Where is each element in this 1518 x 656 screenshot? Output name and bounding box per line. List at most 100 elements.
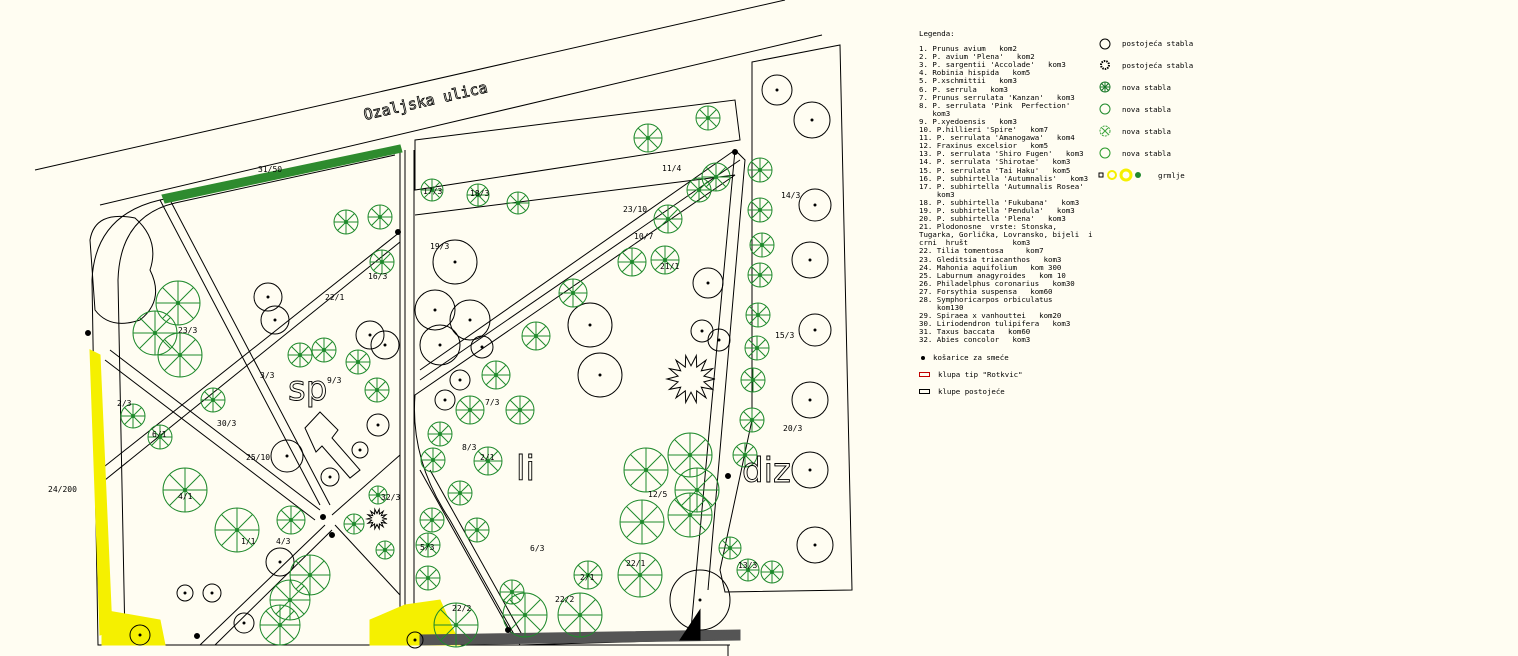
legend-item: 8. P. serrulata 'Pink Perfection' kom3 — [919, 100, 1071, 118]
existing-tree — [419, 324, 461, 366]
tree-legend: postojeća stabla postojeća stabla nova s… — [1098, 32, 1193, 186]
tree-center — [433, 308, 437, 312]
waste-bin — [329, 532, 335, 538]
plan-label: 21/1 — [660, 262, 679, 271]
tree-center — [430, 518, 434, 522]
new-tree-spokes — [506, 396, 534, 424]
tree-center — [666, 217, 670, 221]
existing-tree — [798, 313, 832, 347]
tree-center — [475, 528, 479, 532]
tree-center — [510, 590, 514, 594]
waste-bin — [395, 229, 401, 235]
legend-item: 16. P. subhirtella 'Autumnalis' kom3 — [919, 173, 1089, 183]
new-tree-spokes — [346, 350, 370, 374]
tree-center — [438, 432, 442, 436]
tree-center — [808, 468, 812, 472]
existing-tree-circle-icon — [1099, 38, 1111, 50]
new-tree-spokes — [761, 561, 783, 583]
plan-label: 24/200 — [48, 485, 77, 494]
new-tree-spokes — [416, 566, 440, 590]
tree-center — [298, 353, 302, 357]
tree-center — [518, 408, 522, 412]
park-boundary — [91, 147, 401, 646]
new-tree-spokes — [558, 593, 602, 637]
tree-center — [458, 378, 462, 382]
new-tree-spokes — [148, 425, 172, 449]
tree-center — [516, 201, 520, 205]
taxus-hedge — [161, 144, 403, 204]
existing-tree — [434, 389, 456, 411]
new-tree-spokes — [668, 433, 712, 477]
plan-label: 5/3 — [420, 543, 435, 552]
plan-label: 23/10 — [623, 205, 647, 214]
new-tree-spokes — [158, 333, 202, 377]
tree-center — [454, 623, 458, 627]
existing-tree — [692, 267, 724, 299]
shrub-group — [679, 608, 701, 641]
legend-item: 15. P. serrulata 'Tai Haku' kom5 — [919, 165, 1071, 175]
plan-label: 12/5 — [648, 490, 667, 499]
new-tree-circle-2-icon — [1099, 147, 1111, 159]
new-tree-spokes — [368, 205, 392, 229]
tree-center — [378, 215, 382, 219]
legend-bench-black: klupe postojeće — [919, 387, 1094, 396]
existing-tree — [233, 612, 255, 634]
tree-center — [640, 520, 644, 524]
new-tree-spokes — [740, 408, 764, 432]
tree-center — [808, 398, 812, 402]
plan-label: 23/3 — [178, 326, 197, 335]
existing-tree — [176, 584, 194, 602]
tree-center — [273, 318, 277, 322]
tree-center — [285, 454, 289, 458]
plan-label: 2/1 — [580, 573, 595, 582]
new-tree-spokes — [750, 233, 774, 257]
legend-item: 25. Laburnum anagyroides kom 10 — [919, 270, 1066, 280]
new-tree-spokes — [574, 561, 602, 589]
existing-tree — [355, 320, 385, 350]
tree-center — [344, 220, 348, 224]
existing-tree — [793, 101, 831, 139]
tree-center — [383, 343, 387, 347]
new-tree-spokes — [500, 580, 524, 604]
tree-center — [380, 260, 384, 264]
new-tree-spokes — [290, 555, 330, 595]
legend-title: Legenda: — [919, 29, 955, 38]
legend-item: 29. Spiraea x vanhouttei kom20 — [919, 311, 1062, 321]
tree-center — [158, 435, 162, 439]
new-tree-spokes — [270, 580, 310, 620]
legend-item: 9. P.xyedoensis kom3 — [919, 116, 1017, 126]
new-tree-spokes — [344, 514, 364, 534]
tree-center — [178, 353, 182, 357]
new-tree-spokes — [618, 248, 646, 276]
new-tree-spokes — [434, 603, 478, 647]
tree-center — [278, 623, 282, 627]
park-boundary — [117, 154, 396, 641]
tree-center — [368, 333, 372, 337]
tree-center — [638, 573, 642, 577]
tree-center — [358, 448, 362, 452]
new-tree-spokes — [421, 448, 445, 472]
tree-center — [646, 136, 650, 140]
tree-center — [750, 418, 754, 422]
new-tree-spokes — [748, 158, 772, 182]
tree-center — [138, 633, 142, 637]
tree-center — [430, 188, 434, 192]
trees — [85, 74, 834, 649]
plan-label: 30/3 — [217, 419, 236, 428]
tree-center — [663, 258, 667, 262]
bench-black-icon — [919, 389, 930, 395]
tree-center — [728, 546, 732, 550]
street-edge — [99, 34, 823, 206]
new-tree-spokes — [719, 537, 741, 559]
new-tree-spokes — [651, 246, 679, 274]
legend-item: 12. Fraxinus excelsior kom5 — [919, 141, 1049, 151]
existing-tree — [265, 547, 295, 577]
existing-tree — [707, 328, 731, 352]
tree-center — [700, 329, 704, 333]
legend-item: 32. Abies concolor kom3 — [919, 335, 1031, 345]
legend-item: 10. P.hillieri 'Spire' kom7 — [919, 125, 1049, 135]
legend-item: 24. Mahonia aquifolium kom 300 — [919, 262, 1062, 272]
new-tree-spokes — [503, 593, 547, 637]
legend-item: 22. Tilia tomentosa kom7 — [919, 246, 1044, 256]
tree-center — [322, 348, 326, 352]
